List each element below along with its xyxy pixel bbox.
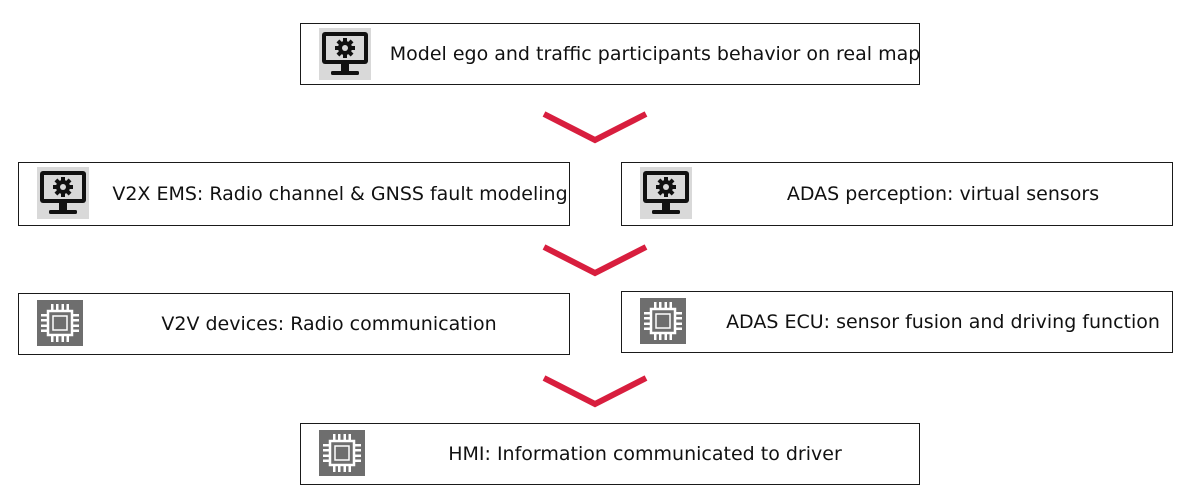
- monitor-gear-icon: [319, 28, 371, 80]
- step-label: HMI: Information communicated to driver: [448, 443, 842, 465]
- chip-icon: [37, 300, 83, 346]
- step-box-v2x-ems: V2X EMS: Radio channel & GNSS fault mode…: [18, 162, 570, 226]
- chevron-down-arrow: [542, 244, 648, 277]
- step-box-v2v-devices: V2V devices: Radio communication: [18, 293, 570, 355]
- step-box-adas-ecu: ADAS ECU: sensor fusion and driving func…: [621, 291, 1173, 353]
- step-label: Model ego and traffic participants behav…: [389, 43, 921, 65]
- step-label: ADAS perception: virtual sensors: [786, 183, 1100, 205]
- step-label: ADAS ECU: sensor fusion and driving func…: [726, 311, 1160, 333]
- chip-icon: [319, 430, 365, 476]
- step-label: V2V devices: Radio communication: [161, 313, 497, 335]
- step-box-adas-perception: ADAS perception: virtual sensors: [621, 162, 1173, 226]
- chevron-down-arrow: [542, 111, 648, 144]
- chip-icon: [640, 298, 686, 344]
- step-label: V2X EMS: Radio channel & GNSS fault mode…: [112, 183, 568, 205]
- chevron-down-arrow: [542, 375, 648, 408]
- monitor-gear-icon: [640, 167, 692, 219]
- step-box-hmi: HMI: Information communicated to driver: [300, 423, 920, 485]
- step-box-model: Model ego and traffic participants behav…: [300, 23, 920, 85]
- monitor-gear-icon: [37, 167, 89, 219]
